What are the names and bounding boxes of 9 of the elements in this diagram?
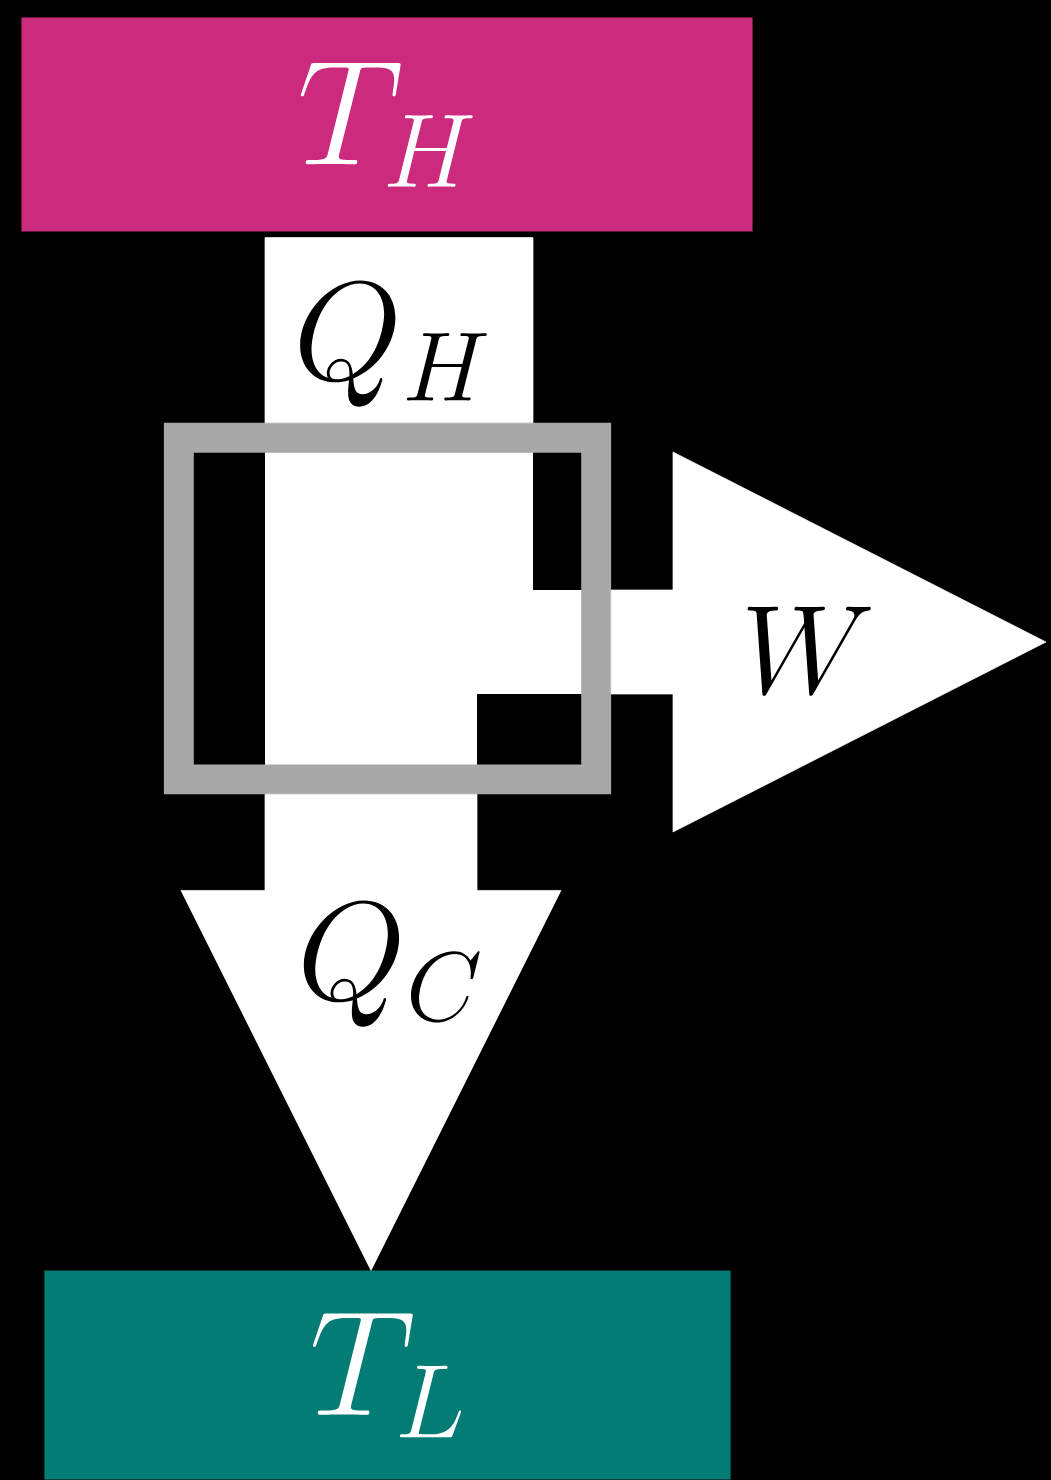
heat-flow-arrow: [180, 793, 562, 1271]
heat-flow-arrow: [610, 451, 1047, 833]
temperature-box: $T_H$: [21, 17, 753, 232]
edge-label: $Q_H$: [300, 280, 487, 407]
edge-label: $Q_C$: [303, 900, 480, 1027]
engine-box: [163, 422, 612, 795]
temperature-box: $T_L$: [44, 1270, 731, 1480]
edge-label: $W$: [747, 606, 871, 696]
heat-flow-arrow: [264, 237, 534, 424]
